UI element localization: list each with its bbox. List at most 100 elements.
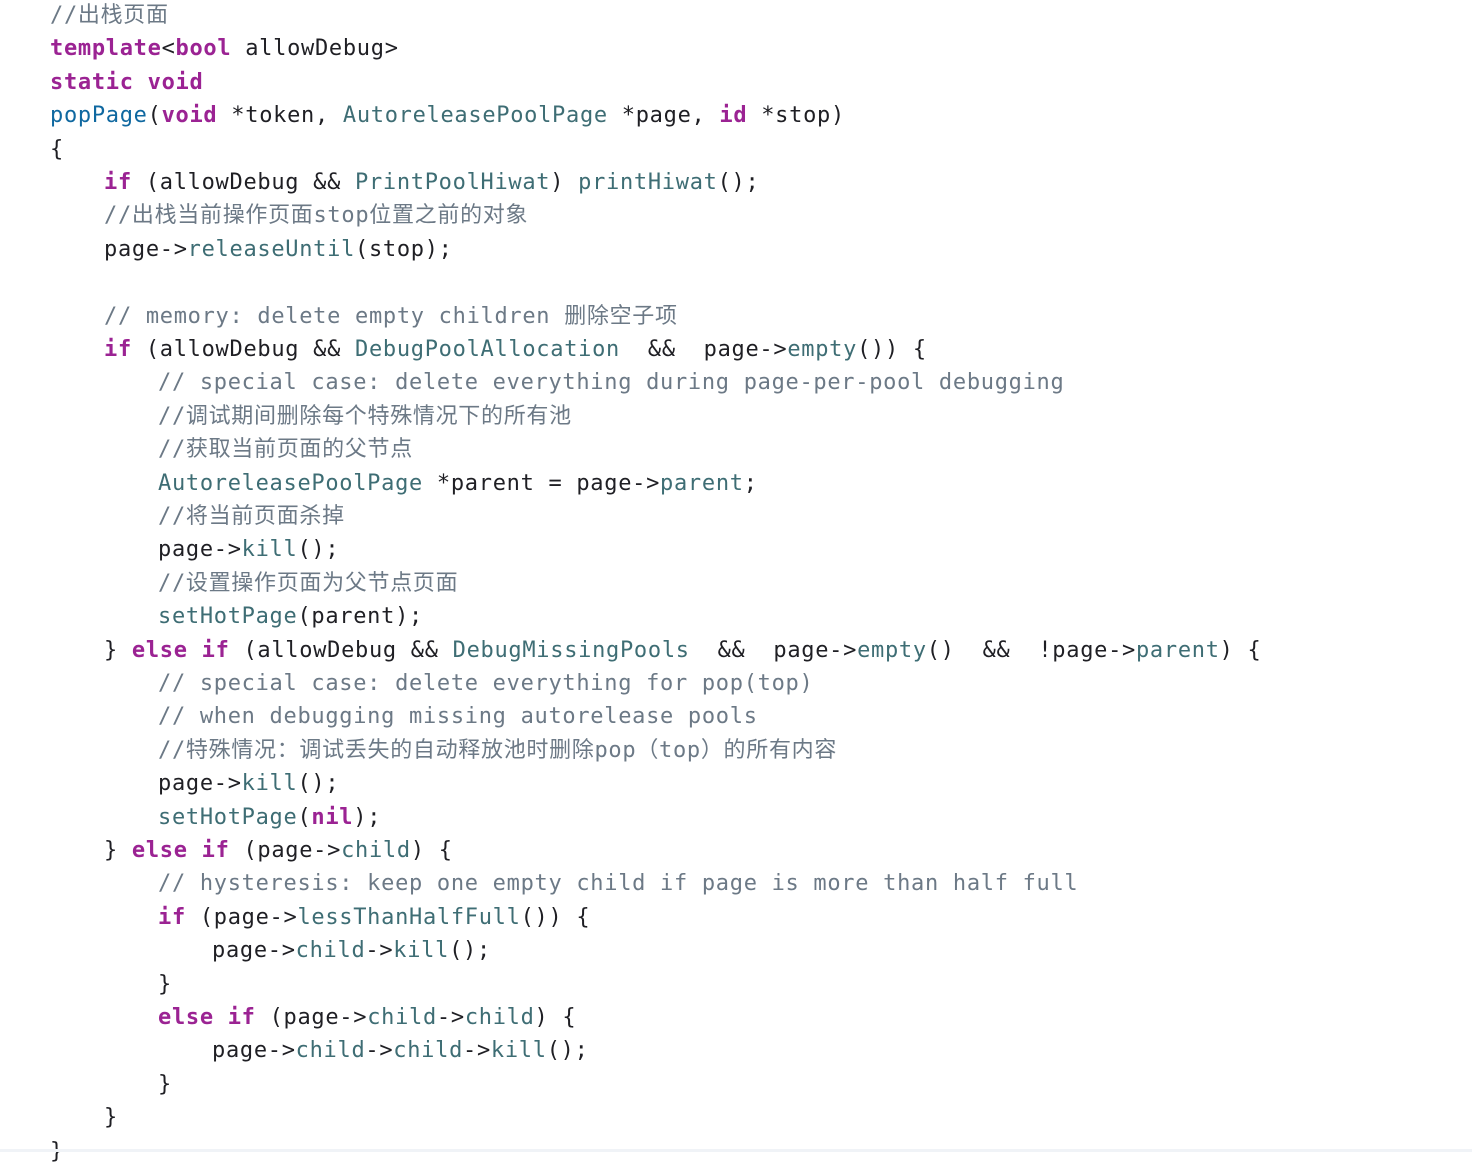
code-text: ); — [353, 804, 382, 830]
function-token: lessThanHalfFull — [297, 904, 521, 930]
code-line: //特殊情况：调试丢失的自动释放池时删除pop（top）的所有内容 — [158, 735, 837, 767]
code-line: template<bool allowDebug> — [50, 33, 399, 65]
keyword-token: void — [147, 69, 204, 95]
code-text: (parent); — [297, 604, 423, 630]
code-text: ) — [550, 170, 579, 195]
code-line: // special case: delete everything durin… — [158, 367, 1064, 399]
keyword-token: if — [104, 337, 132, 362]
code-text: page-> — [212, 938, 296, 964]
comment-token: //特殊情况：调试丢失的自动释放池时删除pop（top）的所有内容 — [158, 737, 838, 763]
code-text: && page-> — [619, 337, 788, 362]
code-text: ( — [147, 103, 162, 129]
code-text: && page-> — [689, 637, 858, 663]
code-text: ()) { — [520, 904, 591, 930]
code-text: () && !page-> — [926, 637, 1136, 663]
code-line: static void — [50, 67, 203, 99]
code-line: //出栈当前操作页面stop位置之前的对象 — [104, 200, 528, 232]
code-line: page->child->child->kill(); — [212, 1035, 589, 1067]
code-line: if (allowDebug && PrintPoolHiwat) printH… — [104, 167, 759, 199]
code-line: page->kill(); — [158, 768, 339, 800]
keyword-token: template — [50, 36, 162, 62]
code-line: // special case: delete everything for p… — [158, 668, 813, 700]
code-text: ( — [297, 804, 312, 830]
code-text — [188, 838, 202, 863]
comment-token: //出栈当前操作页面stop位置之前的对象 — [104, 203, 529, 229]
code-line: //将当前页面杀掉 — [158, 501, 345, 533]
code-line: //设置操作页面为父节点页面 — [158, 568, 458, 600]
code-text: *page, — [607, 103, 720, 129]
code-line: page->releaseUntil(stop); — [104, 234, 453, 266]
declaration-token: popPage — [50, 103, 148, 129]
code-text: ()) { — [857, 337, 927, 362]
type-token: AutoreleasePoolPage — [342, 103, 608, 129]
code-line: } else if (allowDebug && DebugMissingPoo… — [104, 635, 1262, 667]
code-line: if (allowDebug && DebugPoolAllocation &&… — [104, 334, 927, 366]
keyword-token: id — [719, 103, 748, 129]
comment-token: // hysteresis: keep one empty child if p… — [158, 871, 1079, 897]
code-text: *parent = page-> — [422, 470, 661, 496]
bottom-border — [0, 1149, 1472, 1152]
code-text: -> — [365, 1038, 394, 1064]
code-text: (page-> — [185, 904, 298, 930]
member-token: parent — [1135, 637, 1220, 663]
code-text: ; — [743, 470, 758, 496]
code-text: *stop) — [747, 103, 845, 129]
comment-token: //将当前页面杀掉 — [158, 504, 345, 529]
code-text: (page-> — [229, 838, 342, 863]
function-token: kill — [490, 1038, 547, 1064]
comment-token: // when debugging missing autorelease po… — [158, 704, 758, 730]
code-text: page-> — [158, 537, 242, 563]
member-token: child — [341, 838, 411, 863]
code-text: (stop); — [355, 236, 453, 262]
code-line: //调试期间删除每个特殊情况下的所有池 — [158, 401, 572, 433]
code-line: setHotPage(parent); — [158, 601, 423, 633]
code-line: { — [50, 134, 64, 166]
code-text: { — [50, 136, 64, 162]
code-text — [134, 70, 148, 95]
keyword-token: if — [227, 1005, 256, 1030]
member-token: child — [295, 1038, 366, 1064]
keyword-token: if — [201, 838, 230, 863]
code-text: } — [104, 637, 132, 663]
code-line: // hysteresis: keep one empty child if p… — [158, 868, 1078, 900]
code-text: (); — [297, 771, 340, 797]
function-token: empty — [787, 337, 858, 362]
code-text: page-> — [104, 236, 188, 262]
code-text: -> — [436, 1005, 465, 1030]
keyword-token: nil — [311, 804, 354, 830]
code-text — [214, 1005, 228, 1030]
comment-token: // special case: delete everything durin… — [158, 370, 1065, 396]
code-text: } — [158, 1071, 172, 1097]
code-text: < — [161, 36, 176, 62]
code-text: } — [158, 971, 172, 997]
member-token: parent — [660, 470, 744, 496]
code-line: else if (page->child->child) { — [158, 1002, 576, 1034]
type-token: PrintPoolHiwat — [355, 170, 551, 195]
code-text: allowDebug> — [231, 36, 399, 62]
function-token: setHotPage — [158, 804, 298, 830]
code-text: } — [104, 838, 132, 863]
code-text: -> — [463, 1038, 491, 1064]
code-text: (); — [297, 537, 340, 563]
code-text: (); — [717, 170, 760, 195]
comment-token: // special case: delete everything for p… — [158, 671, 814, 696]
code-line: AutoreleasePoolPage *parent = page->pare… — [158, 468, 758, 500]
code-line: setHotPage(nil); — [158, 802, 381, 834]
code-line: if (page->lessThanHalfFull()) { — [158, 902, 590, 934]
comment-token: // memory: delete empty children 删除空子项 — [104, 303, 678, 329]
function-token: releaseUntil — [187, 236, 356, 262]
function-token: kill — [241, 537, 298, 563]
function-token: kill — [241, 771, 298, 797]
code-text: -> — [365, 938, 394, 964]
code-line: page->kill(); — [158, 534, 339, 566]
code-text: ) { — [410, 838, 453, 863]
code-text: (allowDebug && — [229, 637, 453, 663]
comment-token: //调试期间删除每个特殊情况下的所有池 — [158, 403, 572, 429]
member-token: child — [367, 1005, 437, 1030]
code-text: *token, — [217, 103, 343, 129]
code-text: page-> — [212, 1038, 296, 1064]
keyword-token: void — [161, 103, 218, 129]
code-text: (allowDebug && — [131, 170, 356, 195]
code-line: } — [158, 1069, 172, 1101]
